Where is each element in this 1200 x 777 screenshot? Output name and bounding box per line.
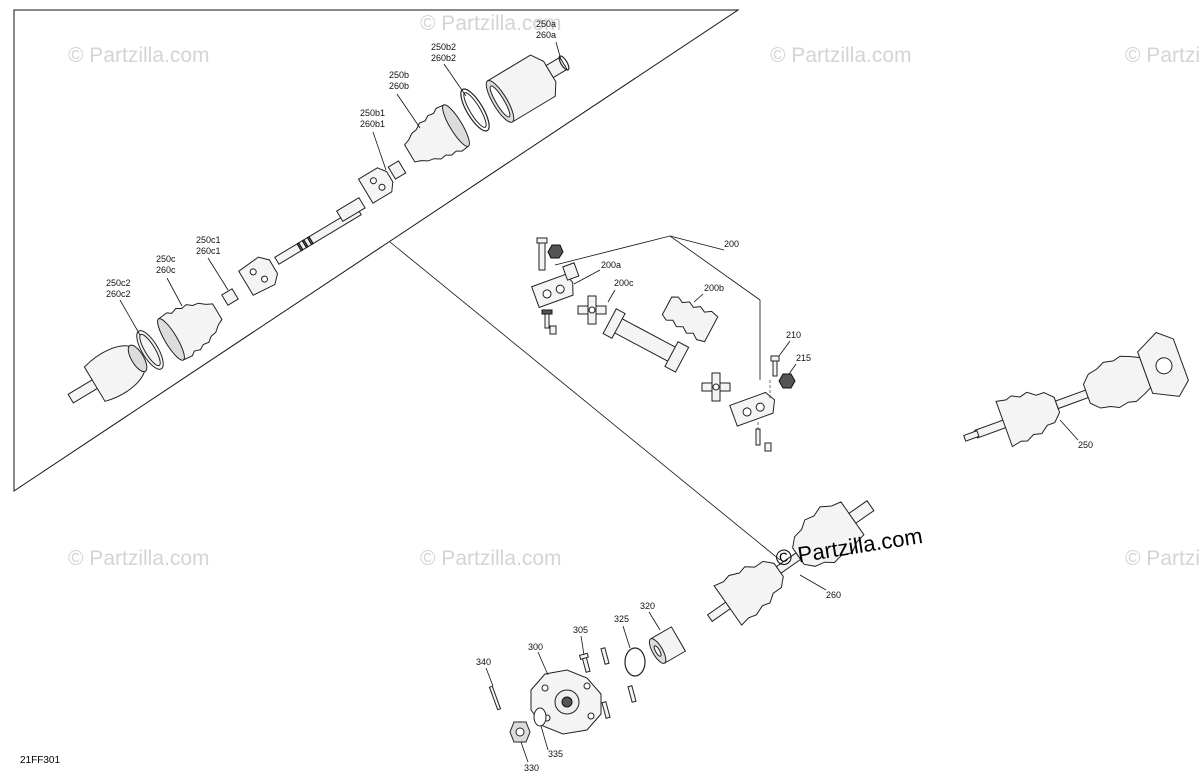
inset-callouts: 250a 260a 250b2 260b2 250b 260b 250b1 26… (106, 19, 556, 299)
callout-330: 330 (524, 763, 539, 773)
drive-shaft-250 (963, 331, 1189, 448)
callout-335: 335 (548, 749, 563, 759)
wheel-hub-group (485, 611, 687, 763)
callout-200: 200 (724, 239, 739, 249)
watermark: © Partzilla.com (770, 44, 912, 67)
leader-line (389, 241, 781, 561)
callout-260c: 260c (156, 265, 176, 275)
callout-300: 300 (528, 642, 543, 652)
watermark: © Partzilla.com (420, 12, 562, 35)
callout-260c1: 260c1 (196, 246, 221, 256)
callout-260: 260 (826, 590, 841, 600)
callout-250c2: 250c2 (106, 278, 131, 288)
callout-340: 340 (476, 657, 491, 667)
callout-305: 305 (573, 625, 588, 635)
hub-callouts: 320 325 305 300 340 335 330 (476, 601, 655, 773)
callout-250b2: 250b2 (431, 42, 456, 52)
callout-250c1: 250c1 (196, 235, 221, 245)
watermark: © Partzilla.com (68, 547, 210, 570)
callout-215: 215 (796, 353, 811, 363)
callout-260c2: 260c2 (106, 289, 131, 299)
callout-260b2: 260b2 (431, 53, 456, 63)
detail-inset-frame (13, 9, 740, 492)
callout-200a: 200a (601, 260, 621, 270)
callout-210: 210 (786, 330, 801, 340)
callout-260b1: 260b1 (360, 119, 385, 129)
callout-260a: 260a (536, 30, 556, 40)
drawing-number: 21FF301 (20, 755, 60, 766)
callout-200b: 200b (704, 283, 724, 293)
half-shaft-exploded (67, 54, 570, 404)
watermark-layer: © Partzilla.com © Partzilla.com © Partzi… (68, 12, 1200, 570)
callout-250: 250 (1078, 440, 1093, 450)
watermark: © Partzilla.com (68, 44, 210, 67)
drive-shaft-260 (706, 500, 875, 626)
callout-250c: 250c (156, 254, 176, 264)
watermark: © Partzilla.com (1125, 44, 1200, 67)
propeller-shaft-assembly (531, 235, 797, 452)
propeller-shaft-callouts: 200 200a 200b 200c 210 215 (601, 239, 811, 363)
watermark: © Partzilla.com (1125, 547, 1200, 570)
watermark: © Partzilla.com (420, 547, 562, 570)
callout-250b1: 250b1 (360, 108, 385, 118)
callout-260b: 260b (389, 81, 409, 91)
callout-320: 320 (640, 601, 655, 611)
callout-250b: 250b (389, 70, 409, 80)
callout-200c: 200c (614, 278, 634, 288)
callout-325: 325 (614, 614, 629, 624)
inset-leaders (119, 41, 562, 336)
callout-250a: 250a (536, 19, 556, 29)
